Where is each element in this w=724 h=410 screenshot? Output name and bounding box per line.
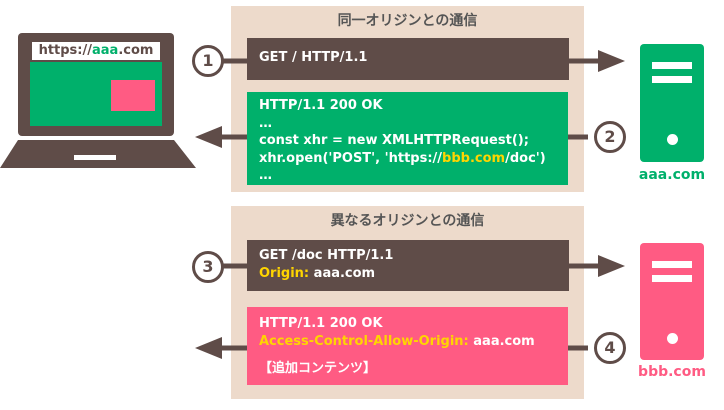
response-2-ellipsis-2: … — [259, 168, 272, 183]
origin-header-value: aaa.com — [309, 265, 376, 281]
same-origin-title: 同一オリジンとの通信 — [337, 13, 478, 29]
acao-header-value: aaa.com — [468, 333, 535, 349]
response-box-4: HTTP/1.1 200 OK Access-Control-Allow-Ori… — [247, 307, 568, 385]
response-4-status: HTTP/1.1 200 OK — [259, 316, 383, 331]
response-box-2: HTTP/1.1 200 OK … const xhr = new XMLHTT… — [247, 92, 568, 185]
response-2-code-1: const xhr = new XMLHTTPRequest(); — [259, 133, 529, 148]
response-2-status: HTTP/1.1 200 OK — [259, 98, 383, 113]
acao-header-key: Access-Control-Allow-Origin: — [259, 333, 469, 349]
server-bbb-icon — [640, 243, 704, 360]
request-box-3: GET /doc HTTP/1.1 Origin: aaa.com — [247, 240, 569, 291]
request-3-line: GET /doc HTTP/1.1 — [259, 248, 394, 263]
request-1-line: GET / HTTP/1.1 — [259, 50, 368, 65]
origin-header-key: Origin: — [259, 265, 310, 281]
url-suffix: .com — [118, 43, 154, 58]
step-3-badge: 3 — [192, 251, 224, 283]
response-2-ellipsis-1: … — [259, 115, 272, 131]
response-4-content: 【追加コンテンツ】 — [259, 361, 377, 376]
step-2-badge: 2 — [594, 121, 626, 153]
step-1-badge: 1 — [192, 45, 224, 77]
response-2-code-2: xhr.open('POST', 'https://bbb.com/doc') — [259, 150, 546, 166]
url-prefix: https:// — [38, 43, 92, 58]
highlight-bbb-domain: bbb.com — [442, 150, 506, 166]
response-4-acao: Access-Control-Allow-Origin: aaa.com — [259, 333, 556, 351]
server-aaa-icon — [640, 44, 704, 162]
request-box-1: GET / HTTP/1.1 — [247, 38, 569, 80]
server-aaa-label: aaa.com — [638, 167, 706, 183]
request-3-origin: Origin: aaa.com — [259, 265, 557, 283]
server-bbb-label: bbb.com — [638, 364, 706, 380]
cross-origin-title: 異なるオリジンとの通信 — [330, 213, 485, 229]
step-4-badge: 4 — [594, 332, 626, 364]
laptop-icon — [0, 33, 196, 168]
laptop-url: https://aaa.com — [34, 42, 158, 60]
url-domain: aaa — [91, 43, 119, 58]
